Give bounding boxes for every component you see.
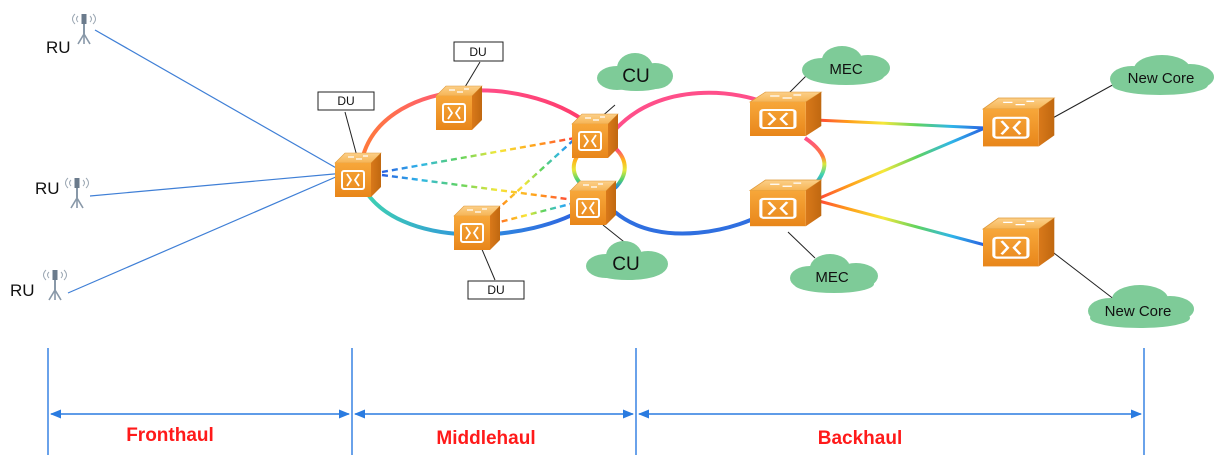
- du-label: DU: [487, 283, 504, 297]
- link-mec-bottom-core-bottom: [814, 198, 986, 247]
- dashed-links: [381, 135, 579, 226]
- du-box: DU: [467, 280, 525, 300]
- router-device-icon: [981, 216, 1056, 268]
- fronthaul-link-3: [67, 172, 346, 294]
- cloud-label: MEC: [829, 61, 863, 78]
- segment-label-middlehaul: Middlehaul: [436, 428, 535, 449]
- backhaul-ring-top: [613, 90, 771, 132]
- router-device-icon: [453, 205, 501, 251]
- ru-label: RU: [10, 281, 35, 300]
- cloud-label: MEC: [815, 269, 849, 286]
- cloud-label: New Core: [1128, 70, 1195, 87]
- du-box: DU: [317, 91, 375, 111]
- ru-label: RU: [35, 179, 60, 198]
- link-mec-top-core-top: [814, 118, 986, 130]
- router-devices: [334, 85, 1056, 268]
- router-device-icon: [571, 113, 619, 159]
- cloud-label: CU: [612, 254, 639, 275]
- antenna-icon: [64, 177, 90, 209]
- cloud-label: CU: [622, 66, 649, 87]
- router-device-icon: [334, 152, 382, 198]
- antenna-icon: [71, 13, 97, 45]
- segment-axis: [47, 348, 1145, 455]
- segment-label-backhaul: Backhaul: [818, 428, 902, 449]
- cloud-label: New Core: [1105, 303, 1172, 320]
- backhaul-ring-bottom: [613, 208, 772, 236]
- du-box: DU: [453, 41, 504, 62]
- antenna-icon: [42, 269, 68, 301]
- cloud-icon: [586, 46, 1214, 328]
- du-label: DU: [337, 94, 354, 108]
- router-device-icon: [569, 180, 617, 226]
- du-label: DU: [469, 45, 486, 59]
- router-device-icon: [435, 85, 483, 131]
- router-device-icon: [748, 178, 823, 228]
- router-device-icon: [748, 90, 823, 138]
- segment-label-fronthaul: Fronthaul: [126, 425, 214, 446]
- fronthaul-link-2: [89, 172, 346, 197]
- router-device-icon: [981, 96, 1056, 148]
- link-mec-bottom-core-top: [814, 126, 986, 202]
- ru-label: RU: [46, 38, 71, 57]
- fronthaul-link-1: [94, 29, 346, 174]
- fronthaul-links: [67, 29, 346, 294]
